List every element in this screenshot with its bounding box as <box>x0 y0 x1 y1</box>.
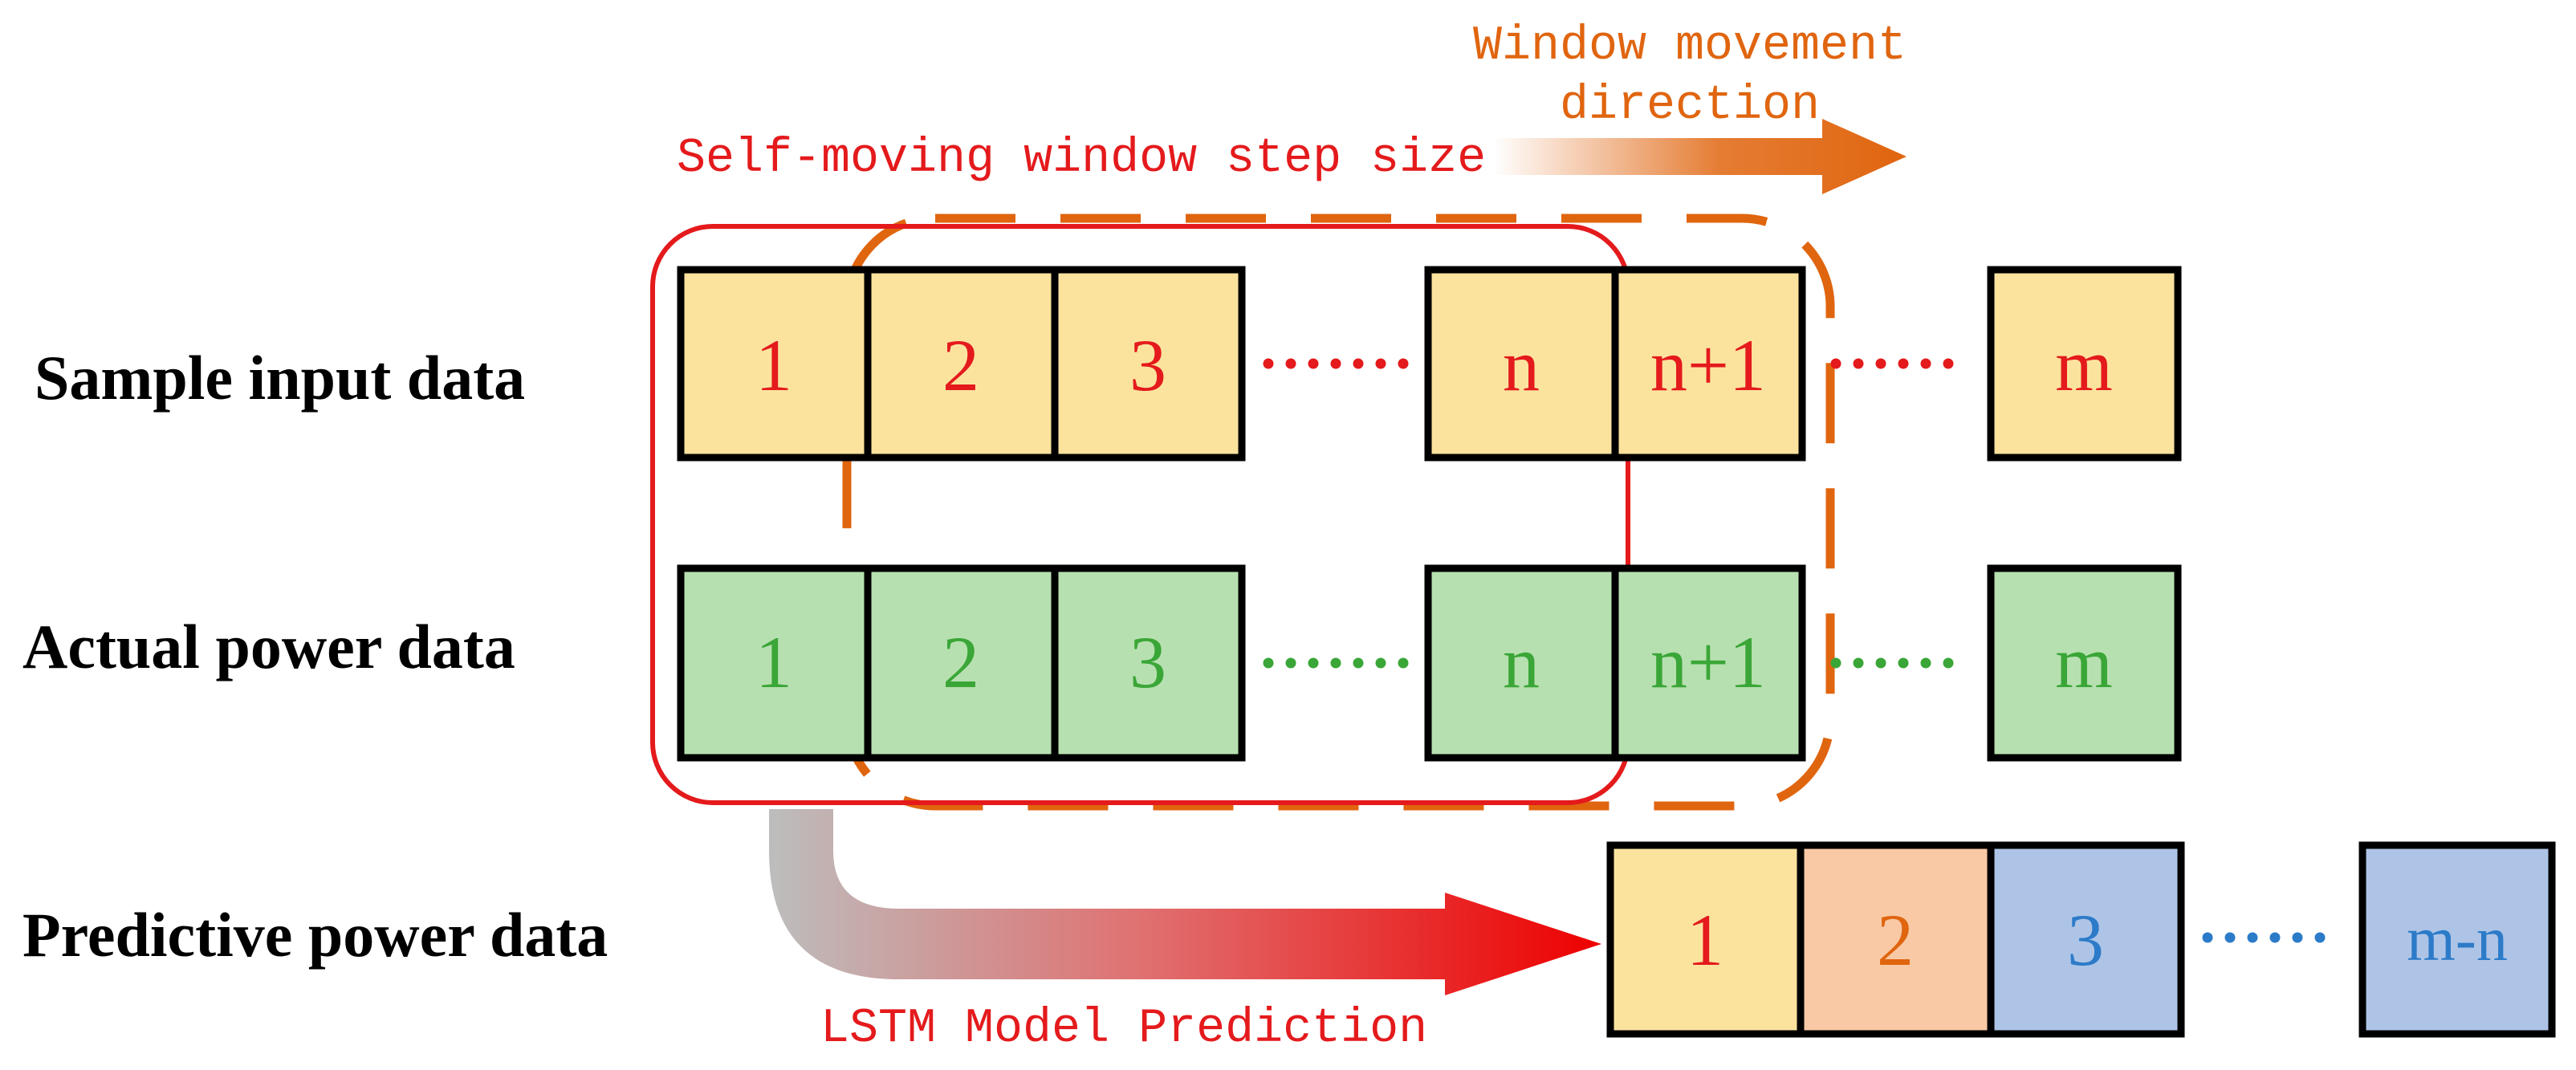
cell-label: 2 <box>942 324 979 406</box>
table-cell <box>1987 266 2182 462</box>
cell-label: m-n <box>2407 904 2508 974</box>
current-window-outline <box>650 224 1630 805</box>
cell-label: 2 <box>942 621 979 703</box>
table-cell <box>1611 266 1806 462</box>
row-label-actual-power: Actual power data <box>22 612 515 681</box>
cell-label: 1 <box>1687 899 1723 981</box>
table-cell <box>677 564 872 762</box>
window-direction-label-line2: direction <box>1560 79 1820 133</box>
table-cell <box>1987 564 2182 762</box>
row-label-sample-input: Sample input data <box>35 343 525 413</box>
cell-label: m <box>2055 621 2113 703</box>
table-cell <box>1797 841 1995 1038</box>
table-cell <box>864 266 1059 462</box>
moved-window-outline <box>842 214 1835 811</box>
table-cell <box>1051 564 1246 762</box>
lstm-prediction-label: LSTM Model Prediction <box>820 1002 1427 1056</box>
table-cell <box>1424 266 1619 462</box>
cell-label: 3 <box>1129 621 1166 703</box>
cell-label: n <box>1503 324 1540 406</box>
window-movement-arrow <box>1493 119 1907 194</box>
table-cell <box>1051 266 1246 462</box>
cell-label: m <box>2055 324 2113 406</box>
window-direction-label-line1: Window movement <box>1473 19 1907 74</box>
step-size-label: Self-moving window step size <box>677 132 1486 186</box>
cell-label: 3 <box>1129 324 1166 406</box>
table-cell <box>2358 841 2556 1038</box>
cell-label: n <box>1503 621 1540 703</box>
cell-label: 3 <box>2067 899 2104 981</box>
cell-label: n+1 <box>1650 621 1766 703</box>
lstm-prediction-arrow <box>769 809 1601 995</box>
actual-power-row: 1 2 3 n n+1 m <box>677 564 2182 762</box>
table-cell <box>677 266 872 462</box>
row-label-predictive-power: Predictive power data <box>22 900 608 970</box>
sample-input-row: 1 2 3 n n+1 m <box>677 266 2182 462</box>
cell-label: 1 <box>755 621 792 703</box>
table-cell <box>1606 841 1805 1038</box>
predictive-power-row: 1 2 3 m-n <box>1606 841 2556 1038</box>
cell-label: n+1 <box>1650 324 1766 406</box>
table-cell <box>1987 841 2185 1038</box>
cell-label: 2 <box>1877 899 1914 981</box>
table-cell <box>1611 564 1806 762</box>
cell-label: 1 <box>755 324 792 406</box>
